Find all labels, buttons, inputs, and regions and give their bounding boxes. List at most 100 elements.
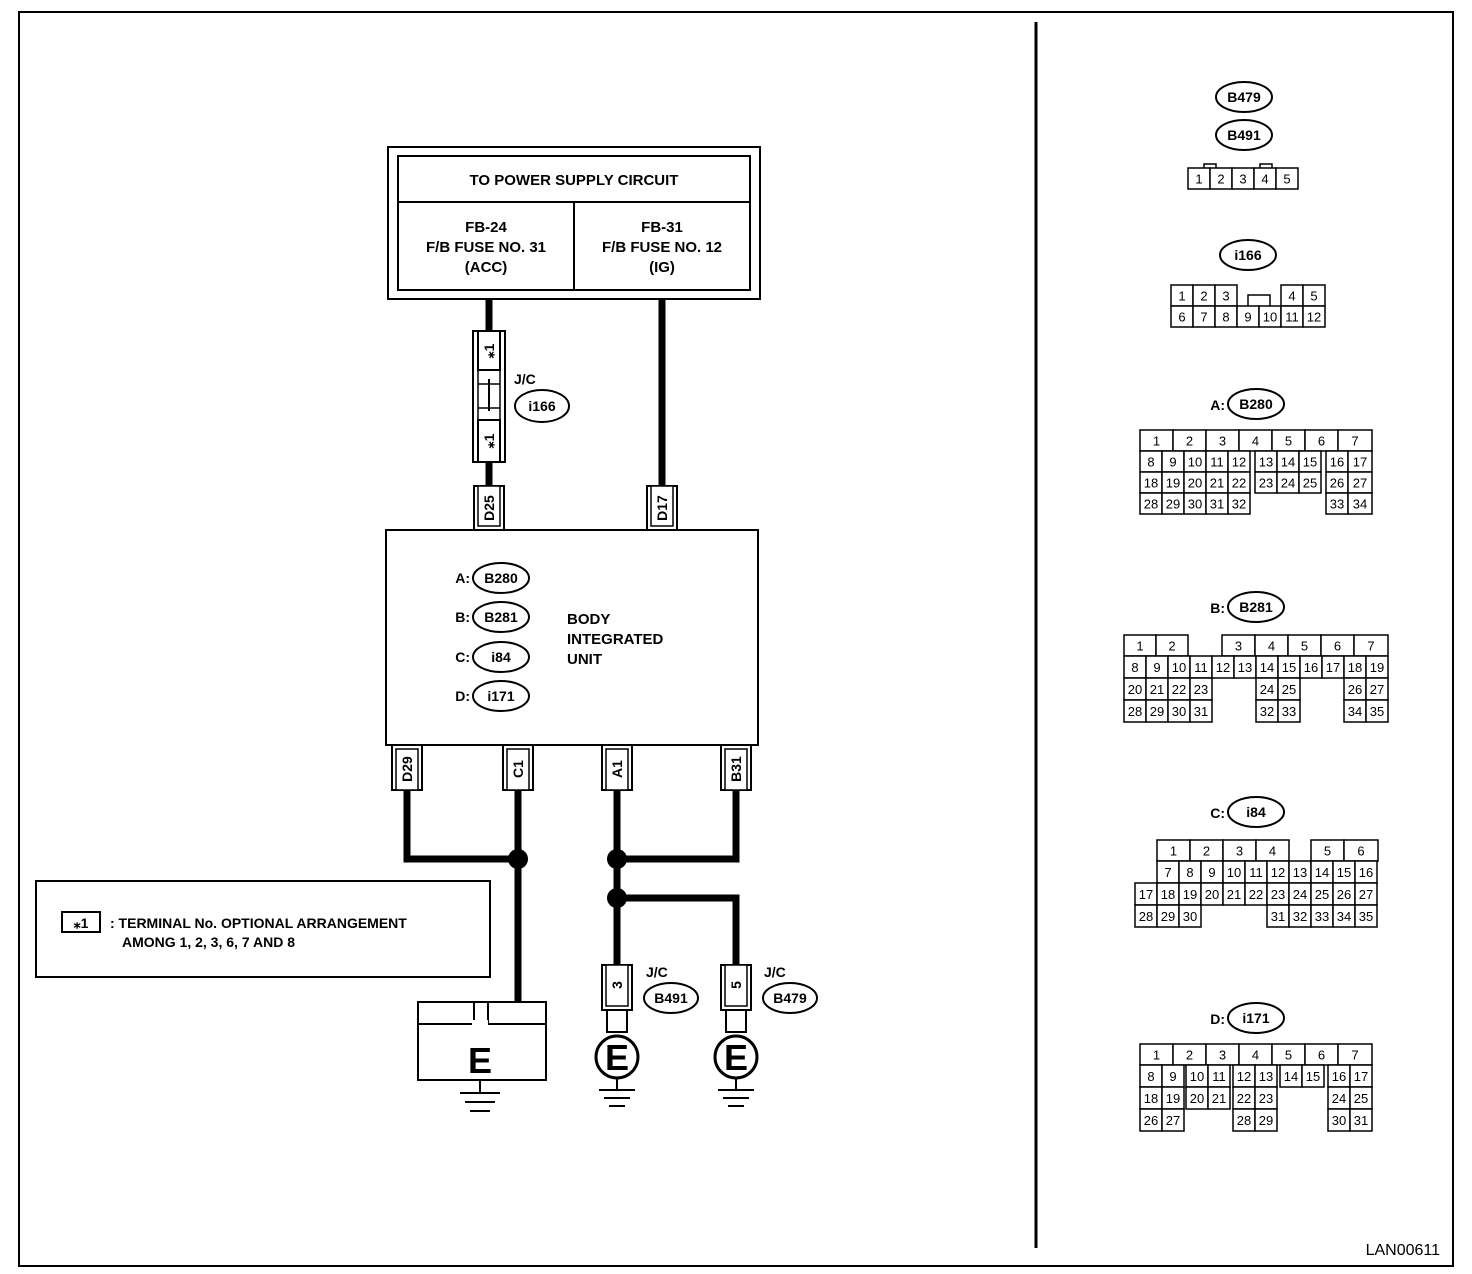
pin-number: 11: [1194, 660, 1208, 675]
terminal-b31: B31: [728, 756, 744, 782]
pin-number: 26: [1337, 887, 1351, 902]
pin-number: 7: [1367, 639, 1374, 654]
pin-number: 20: [1205, 887, 1219, 902]
pin-number: 29: [1259, 1113, 1273, 1128]
ground-block-e: E: [417, 1001, 547, 1112]
jc-b479-code: B479: [773, 990, 807, 1006]
pin-number: 5: [1310, 289, 1317, 304]
pin-number: 1: [1178, 289, 1185, 304]
pin-number: 29: [1161, 909, 1175, 924]
pin-number: 5: [1285, 434, 1292, 449]
pin-number: 28: [1139, 909, 1153, 924]
pin-number: 14: [1260, 660, 1274, 675]
pin-number: 6: [1318, 1048, 1325, 1063]
pin-cell: [1189, 699, 1213, 723]
pin-number: 7: [1200, 310, 1207, 325]
cv-b281-code: B281: [1239, 599, 1273, 615]
page-border: [18, 11, 1454, 1267]
pin-number: 13: [1238, 660, 1252, 675]
cv-b280-prefix: A:: [1210, 397, 1225, 413]
ground-e-label: E: [724, 1037, 748, 1078]
pin-number: 2: [1168, 639, 1175, 654]
pin-number: 22: [1172, 682, 1186, 697]
pin-cell: [1227, 492, 1251, 515]
pin-cell: [1298, 471, 1322, 494]
cv-i171-prefix: D:: [1210, 1011, 1225, 1027]
figure-id: LAN00611: [1366, 1242, 1441, 1259]
pin-number: 35: [1359, 909, 1373, 924]
pin-number: 11: [1210, 455, 1224, 470]
pin-number: 21: [1150, 682, 1164, 697]
pin-number: 31: [1354, 1113, 1368, 1128]
pin-number: 35: [1370, 704, 1384, 719]
cv-i171-code: i171: [1242, 1010, 1269, 1026]
unit-conn-prefix-d: D:: [455, 688, 470, 704]
pin-number: 25: [1354, 1091, 1368, 1106]
splice-point: [508, 849, 528, 869]
pin-number: 25: [1315, 887, 1329, 902]
pin-number: 5: [1324, 844, 1331, 859]
pin-number: 22: [1249, 887, 1263, 902]
pin-number: 31: [1194, 704, 1208, 719]
fuse-left-line1: FB-24: [465, 219, 507, 236]
fuse-left-line2: F/B FUSE NO. 31: [426, 239, 546, 256]
pin-number: 5: [1285, 1048, 1292, 1063]
pin-number: 34: [1337, 909, 1351, 924]
unit-name-line3: UNIT: [567, 651, 602, 668]
terminal-d25: D25: [481, 495, 497, 521]
pin-number: 6: [1318, 434, 1325, 449]
pin-number: 25: [1303, 476, 1317, 491]
pin-number: 9: [1153, 660, 1160, 675]
unit-conn-prefix-a: A:: [455, 570, 470, 586]
pin-number: 27: [1353, 476, 1367, 491]
pin-number: 4: [1261, 172, 1268, 187]
pin-number: 23: [1194, 682, 1208, 697]
jc-b491-pin: 3: [609, 981, 625, 989]
pin-number: 20: [1128, 682, 1142, 697]
pin-number: 18: [1144, 1091, 1158, 1106]
body-integrated-unit: D25 D17 D29 C1 A1 B31 A: B280 B: B281 C:…: [385, 485, 759, 791]
pin-number: 18: [1144, 476, 1158, 491]
cv-i84-code: i84: [1246, 804, 1266, 820]
pin-number: 16: [1304, 660, 1318, 675]
pin-cell: [1254, 1108, 1278, 1132]
pin-number: 4: [1252, 1048, 1259, 1063]
jc-b491-label: J/C: [646, 964, 668, 980]
pin-number: 4: [1269, 844, 1276, 859]
pin-number: 23: [1259, 1091, 1273, 1106]
unit-conn-code-d: i171: [487, 688, 514, 704]
pin-number: 8: [1147, 455, 1154, 470]
jc-star-lower: ⁎1: [481, 433, 497, 448]
pin-cell: [1277, 699, 1301, 723]
pin-cell: [1178, 904, 1202, 928]
pin-number: 31: [1210, 497, 1224, 512]
power-supply-title: TO POWER SUPPLY CIRCUIT: [470, 172, 679, 189]
pin-number: 33: [1330, 497, 1344, 512]
pin-number: 24: [1293, 887, 1307, 902]
pin-number: 31: [1271, 909, 1285, 924]
pin-number: 8: [1186, 865, 1193, 880]
pin-number: 23: [1271, 887, 1285, 902]
cv-b281-prefix: B:: [1210, 600, 1225, 616]
pin-number: 33: [1315, 909, 1329, 924]
pin-number: 20: [1188, 476, 1202, 491]
pin-number: 32: [1293, 909, 1307, 924]
pin-cell: [1301, 1064, 1325, 1088]
pin-number: 30: [1332, 1113, 1346, 1128]
pin-number: 14: [1315, 865, 1329, 880]
pin-number: 32: [1232, 497, 1246, 512]
pin-number: 8: [1222, 310, 1229, 325]
terminal-d29: D29: [399, 756, 415, 782]
pin-number: 24: [1332, 1091, 1346, 1106]
unit-connector-list: A: B280 B: B281 C: i84 D: i171: [455, 562, 530, 712]
pin-number: 5: [1301, 639, 1308, 654]
pin-number: 17: [1354, 1069, 1368, 1084]
cv-i84-prefix: C:: [1210, 805, 1225, 821]
pin-number: 16: [1332, 1069, 1346, 1084]
pin-number: 9: [1169, 455, 1176, 470]
pin-number: 9: [1169, 1069, 1176, 1084]
pin-number: 13: [1259, 455, 1273, 470]
